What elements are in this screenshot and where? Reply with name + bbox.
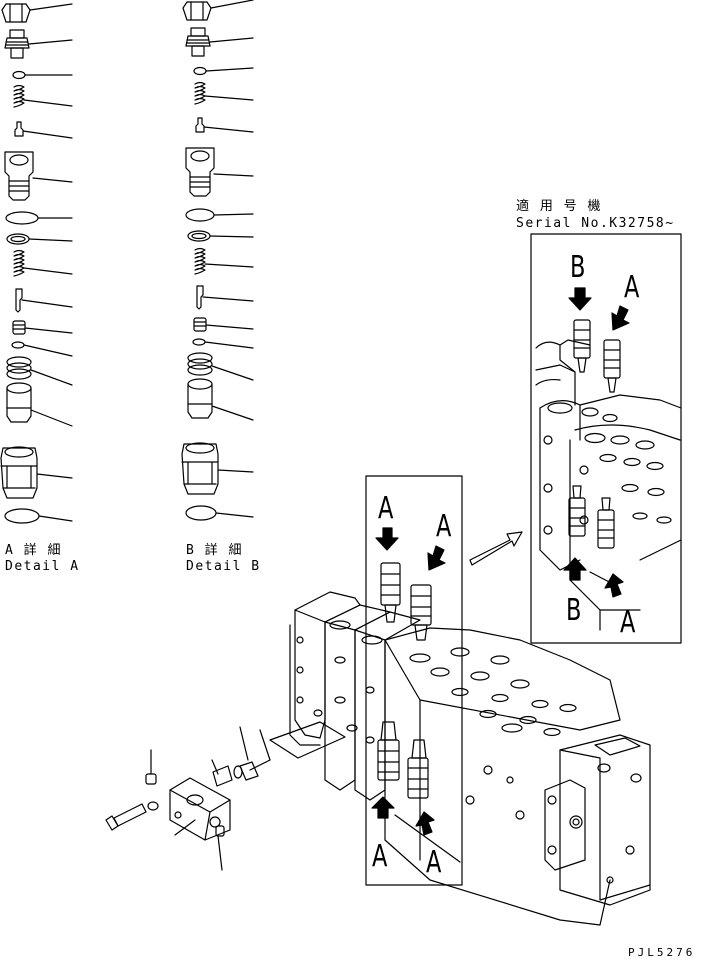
detail-a-parts-column	[1, 4, 72, 523]
main-callout-a-top-right: A	[436, 509, 452, 544]
inset-callout-a-top: A	[624, 270, 640, 305]
inset-callout-b-bottom: B	[566, 593, 582, 628]
detail-a-valve-body	[5, 152, 72, 200]
inset-upper-valve-left	[574, 320, 590, 372]
inset-lower-valve-right	[598, 498, 614, 548]
detail-b-adjust-screw	[186, 28, 253, 56]
detail-a-o-ring-2	[5, 509, 72, 523]
detail-a-adjust-screw	[5, 30, 72, 58]
detail-b-o-ring-1	[186, 209, 253, 221]
detail-b-small-ring-2	[193, 339, 253, 348]
main-arrow-a-upper-right	[428, 546, 445, 570]
bracket-assembly	[106, 750, 258, 870]
main-detail-frame	[366, 476, 462, 885]
main-callout-a-top-left: A	[378, 491, 394, 526]
main-control-valve	[240, 592, 650, 925]
inset-frame	[531, 234, 681, 643]
main-arrow-a-lower-right	[416, 812, 434, 835]
detail-a-small-sleeve	[13, 321, 72, 334]
detail-b-label-en: Detail B	[186, 559, 261, 574]
detail-a-ring-stack	[7, 357, 72, 385]
main-arrow-a-lower-left	[372, 797, 394, 818]
detail-a-plunger	[7, 383, 72, 426]
detail-b-label-jp: B 詳 細	[186, 543, 243, 558]
serial-label-en: Serial No.K32758~	[516, 216, 675, 231]
main-upper-valve-left	[381, 563, 400, 622]
detail-b-pin-2	[197, 286, 253, 309]
detail-b-pin-1	[196, 118, 253, 132]
inset-upper-valve-right	[604, 340, 620, 392]
detail-b-cap-nut	[183, 0, 253, 20]
main-lower-valve-right	[408, 740, 428, 798]
detail-b-small-sleeve	[194, 318, 253, 331]
serial-label-jp: 適 用 号 機	[516, 199, 602, 214]
drawing-code: PJL5276	[628, 946, 696, 959]
serial-variant-inset	[531, 234, 681, 643]
main-callout-a-bottom-right: A	[426, 845, 442, 880]
main-upper-valve-right	[411, 585, 431, 640]
detail-a-pin-2	[16, 289, 72, 312]
inset-arrow-a-lower	[605, 574, 623, 597]
inset-arrow-a-upper	[612, 306, 629, 330]
detail-a-small-ring-1	[13, 72, 72, 79]
detail-a-small-ring-2	[12, 342, 72, 356]
detail-a-spring-2	[14, 251, 72, 277]
detail-b-o-ring-2	[186, 506, 253, 520]
detail-a-backup-ring	[7, 234, 72, 244]
inset-arrow-b-upper	[569, 288, 591, 310]
detail-a-label-jp: A 詳 細	[5, 543, 62, 558]
detail-b-plunger	[188, 379, 253, 420]
detail-b-spring-2	[195, 249, 253, 275]
detail-b-parts-column	[182, 0, 253, 520]
main-callout-a-bottom-left: A	[372, 839, 388, 874]
main-lower-valve-left	[378, 722, 399, 780]
detail-b-ring-stack	[188, 353, 253, 380]
detail-a-pin-1	[15, 122, 72, 138]
detail-a-label-en: Detail A	[5, 559, 80, 574]
inset-callout-a-bottom: A	[620, 605, 636, 640]
detail-a-housing	[1, 447, 72, 498]
detail-a-cap-nut	[2, 4, 72, 22]
inset-lower-valve-left	[569, 486, 585, 536]
detail-b-backup-ring	[188, 231, 253, 241]
detail-a-o-ring-1	[6, 212, 72, 224]
detail-b-valve-body	[186, 148, 253, 196]
detail-b-spring-1	[195, 83, 253, 105]
inset-callout-b-top: B	[570, 250, 586, 285]
pointer-arrow	[470, 532, 522, 565]
main-arrow-a-upper-left	[376, 528, 398, 550]
inset-arrow-b-lower	[564, 558, 586, 580]
detail-b-housing	[182, 443, 253, 494]
detail-b-small-ring-1	[194, 68, 253, 75]
detail-a-spring-1	[14, 86, 72, 108]
